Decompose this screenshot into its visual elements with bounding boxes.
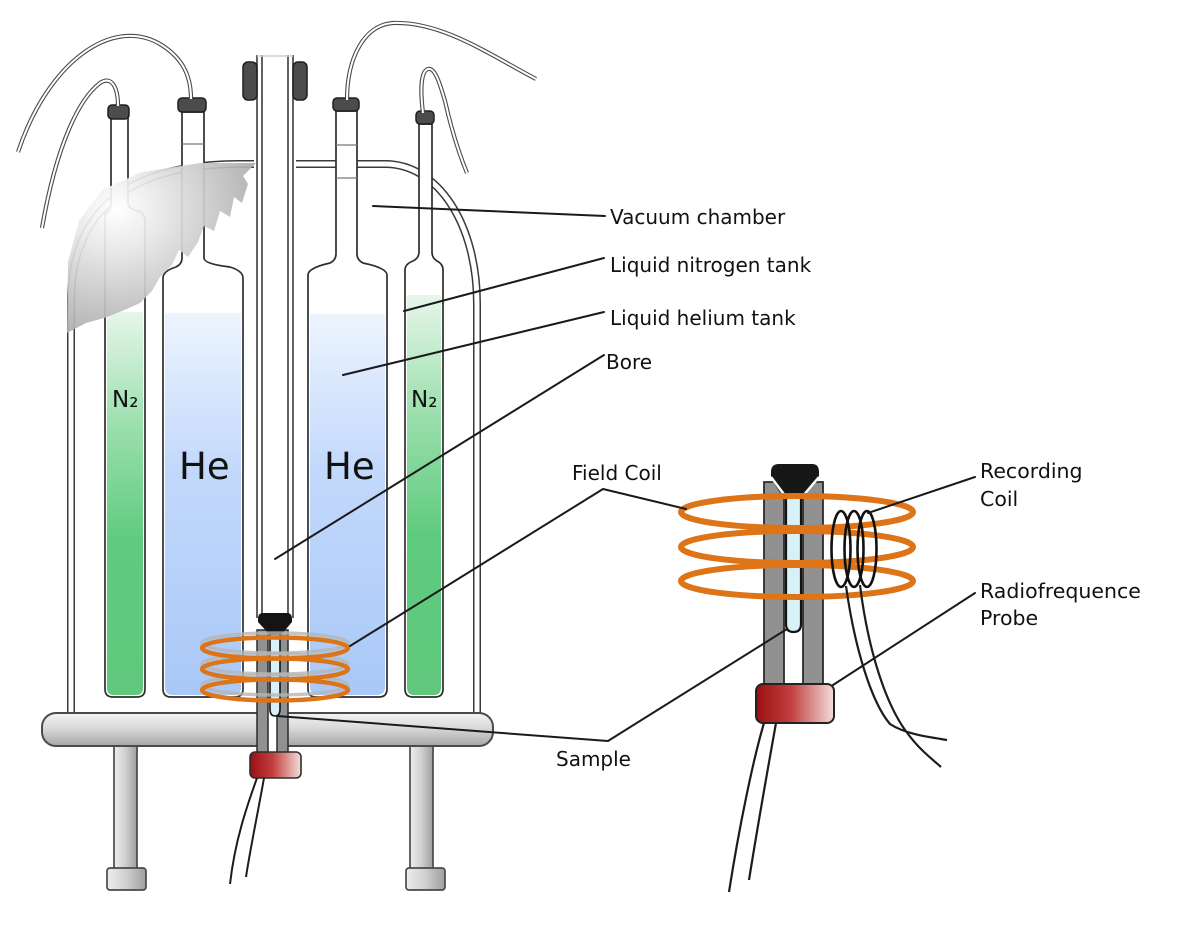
sample-funnel bbox=[258, 613, 292, 635]
vent-line-left-inner bbox=[39, 78, 121, 229]
nitrogen-port-cap-left bbox=[107, 104, 130, 120]
liquid-helium-right bbox=[310, 314, 385, 695]
label-n2-left: N₂ bbox=[112, 387, 138, 413]
holder-bar-left-detail bbox=[763, 481, 785, 687]
rf-probe-block-detail bbox=[755, 683, 835, 724]
leader-bore bbox=[274, 354, 605, 560]
probe-wires bbox=[229, 777, 265, 885]
sample-funnel-detail bbox=[771, 464, 819, 497]
leader-sample bbox=[276, 628, 788, 742]
labels: Vacuum chamber Liquid nitrogen tank Liqu… bbox=[112, 205, 1141, 771]
vent-line-left-outer bbox=[16, 33, 194, 153]
label-n2-right: N₂ bbox=[411, 387, 437, 413]
field-coil-main bbox=[199, 631, 351, 703]
label-bore: Bore bbox=[606, 350, 652, 374]
label-vacuum-chamber: Vacuum chamber bbox=[610, 205, 786, 229]
label-rf-probe-line2: Probe bbox=[980, 606, 1038, 630]
field-coil-detail bbox=[678, 493, 916, 600]
liquid-helium-left bbox=[165, 313, 241, 695]
leader-vacuum-chamber bbox=[372, 205, 606, 217]
label-he-right: He bbox=[324, 445, 375, 488]
liquid-nitrogen-left bbox=[107, 312, 143, 695]
probe-wires-detail bbox=[727, 722, 778, 893]
leader-liquid-helium bbox=[342, 311, 605, 376]
vent-line-right-outer bbox=[344, 20, 537, 101]
holder-bar-left bbox=[256, 629, 269, 755]
sample-assembly-detail bbox=[678, 464, 948, 893]
leader-field-coil bbox=[349, 488, 687, 647]
bore-cap-right bbox=[292, 61, 308, 101]
helium-port-cap-left bbox=[177, 97, 207, 113]
frost-overlay bbox=[67, 163, 256, 333]
leg-right bbox=[409, 739, 434, 873]
label-recording-coil-line1: Recording bbox=[980, 459, 1083, 483]
foot-right bbox=[405, 867, 446, 891]
vent-lines bbox=[16, 20, 537, 229]
leader-liquid-nitrogen bbox=[403, 257, 605, 312]
label-recording-coil-line2: Coil bbox=[980, 487, 1018, 511]
label-liquid-nitrogen-tank: Liquid nitrogen tank bbox=[610, 253, 812, 277]
tank-neck-joints bbox=[182, 143, 357, 179]
sample-assembly-main bbox=[199, 613, 351, 885]
vent-line-right-hairpin bbox=[419, 66, 469, 174]
nitrogen-port-cap-right bbox=[415, 110, 435, 125]
bore-cap-left bbox=[242, 61, 258, 101]
bore-tube bbox=[254, 55, 296, 618]
leader-recording-coil bbox=[867, 476, 976, 514]
holder-bar-right-detail bbox=[802, 481, 824, 687]
leg-left bbox=[113, 739, 138, 873]
recording-coil-wires bbox=[844, 584, 948, 768]
recording-coil bbox=[830, 509, 878, 589]
label-sample: Sample bbox=[556, 747, 631, 771]
label-rf-probe-line1: Radiofrequence bbox=[980, 579, 1141, 603]
rf-probe-block bbox=[249, 751, 302, 779]
leader-rf-probe bbox=[832, 592, 976, 686]
label-field-coil: Field Coil bbox=[572, 461, 662, 485]
label-liquid-helium-tank: Liquid helium tank bbox=[610, 306, 796, 330]
port-caps bbox=[107, 61, 435, 125]
leader-lines bbox=[274, 205, 976, 742]
label-he-left: He bbox=[179, 445, 230, 488]
foot-left bbox=[106, 867, 147, 891]
